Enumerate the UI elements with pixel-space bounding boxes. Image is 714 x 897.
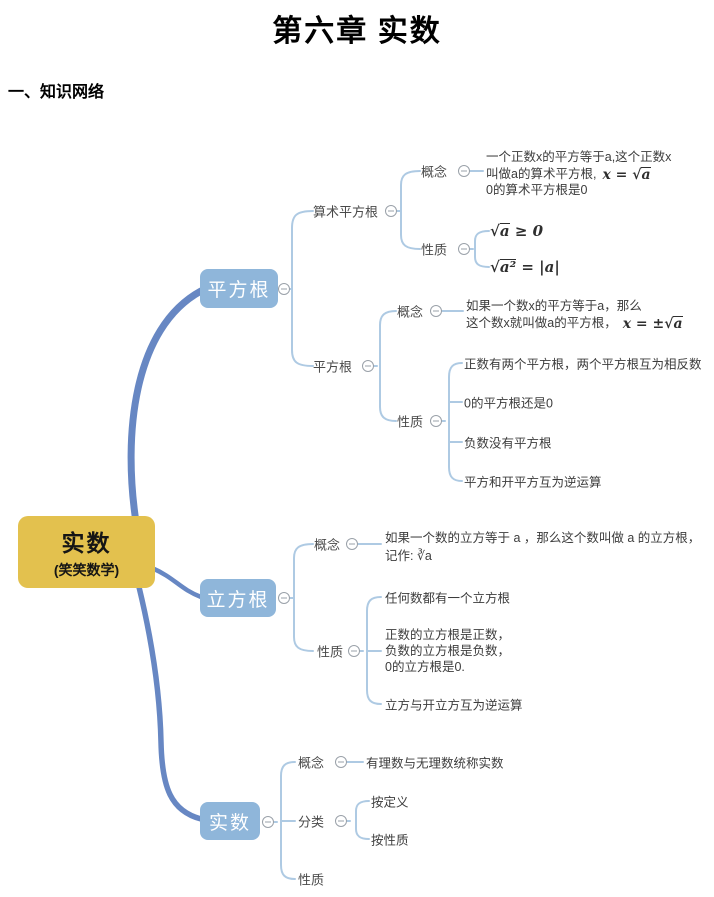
sqrt-concept-text[interactable]: 如果一个数x的平方等于a，那么 这个数x就叫做a的平方根，x = ±√a — [466, 298, 683, 332]
collapse-icon[interactable] — [335, 756, 347, 768]
property-item[interactable]: 0的平方根还是0 — [464, 396, 553, 411]
topic-properties[interactable]: 性质 — [397, 414, 424, 430]
topic-square-root-sub[interactable]: 平方根 — [313, 359, 353, 375]
cbrt-property-multiline[interactable]: 正数的立方根是正数， 负数的立方根是负数， 0的立方根是0. — [385, 627, 510, 675]
text-line: 0的算术平方根是0 — [486, 183, 588, 197]
property-item[interactable]: 平方和开平方互为逆运算 — [464, 475, 602, 490]
topic-properties[interactable]: 性质 — [421, 242, 448, 258]
topic-concept[interactable]: 概念 — [397, 304, 424, 320]
collapse-icon[interactable] — [458, 165, 470, 177]
property-item[interactable]: 立方与开立方互为逆运算 — [385, 698, 523, 713]
arith-sqrt-concept-text[interactable]: 一个正数x的平方等于a,这个正数x 叫做a的算术平方根,x = √a 0的算术平… — [486, 149, 671, 199]
branch-node-cube-root[interactable]: 立方根 — [200, 579, 276, 617]
text-line: 如果一个数x的平方等于a，那么 — [466, 299, 642, 313]
property-item[interactable]: 任何数都有一个立方根 — [385, 591, 511, 606]
collapse-icon[interactable] — [278, 283, 290, 295]
classify-by-definition[interactable]: 按定义 — [371, 795, 409, 810]
topic-concept[interactable]: 概念 — [421, 164, 448, 180]
text-line: 记作: ∛a — [385, 548, 432, 563]
topic-concept[interactable]: 概念 — [314, 537, 341, 553]
root-node-subtitle: (笑笑数学) — [53, 562, 120, 578]
collapse-icon[interactable] — [348, 645, 360, 657]
topic-properties[interactable]: 性质 — [317, 644, 344, 660]
collapse-icon[interactable] — [430, 305, 442, 317]
text-line: 这个数x就叫做a的平方根，x = ±√a — [466, 315, 683, 332]
classify-by-property[interactable]: 按性质 — [371, 833, 409, 848]
topic-arithmetic-square-root[interactable]: 算术平方根 — [313, 204, 379, 220]
sub-branch-connectors — [273, 170, 490, 880]
page-title: 第六章 实数 — [272, 15, 442, 48]
text-line: 0的立方根是0. — [385, 660, 465, 674]
text-line: 如果一个数的立方等于 a ，那么这个数叫做 a 的立方根， — [385, 531, 701, 545]
text-line: 正数的立方根是正数， — [385, 628, 511, 642]
topic-concept[interactable]: 概念 — [298, 755, 325, 771]
text-line: 叫做a的算术平方根,x = √a — [486, 166, 651, 183]
collapse-icon[interactable] — [335, 815, 347, 827]
root-branch-curves — [127, 287, 205, 822]
root-node-real-numbers[interactable]: 实数 (笑笑数学) — [18, 516, 155, 588]
topic-classification[interactable]: 分类 — [298, 814, 325, 830]
branch-node-square-root[interactable]: 平方根 — [200, 269, 278, 308]
collapse-icon[interactable] — [278, 592, 290, 604]
collapse-icon[interactable] — [346, 538, 358, 550]
property-item[interactable]: 正数有两个平方根，两个平方根互为相反数 — [464, 357, 702, 372]
collapse-icon[interactable] — [458, 243, 470, 255]
branch-node-real[interactable]: 实数 — [200, 802, 260, 840]
formula-sqrt-a2-eq-abs-a[interactable]: √a² = |a| — [490, 258, 560, 276]
real-concept-text[interactable]: 有理数与无理数统称实数 — [366, 756, 504, 771]
formula-sqrt-a-ge-0[interactable]: √a ≥ 0 — [490, 222, 544, 240]
section-heading: 一、知识网络 — [8, 84, 105, 101]
text-line: 一个正数x的平方等于a,这个正数x — [486, 150, 672, 164]
root-node-title: 实数 — [61, 530, 112, 556]
collapse-icon[interactable] — [262, 816, 274, 828]
collapse-icon[interactable] — [430, 415, 442, 427]
cbrt-concept-text[interactable]: 如果一个数的立方等于 a ，那么这个数叫做 a 的立方根， 记作: ∛a — [385, 530, 700, 565]
collapse-icon[interactable] — [362, 360, 374, 372]
topic-properties[interactable]: 性质 — [298, 872, 325, 888]
text-line: 负数的立方根是负数， — [385, 644, 511, 658]
collapse-icon[interactable] — [385, 205, 397, 217]
formula-x-eq-pm-sqrt-a: x = ±√a — [622, 315, 683, 332]
property-item[interactable]: 负数没有平方根 — [464, 436, 552, 451]
formula-x-eq-sqrt-a: x = √a — [602, 166, 651, 183]
